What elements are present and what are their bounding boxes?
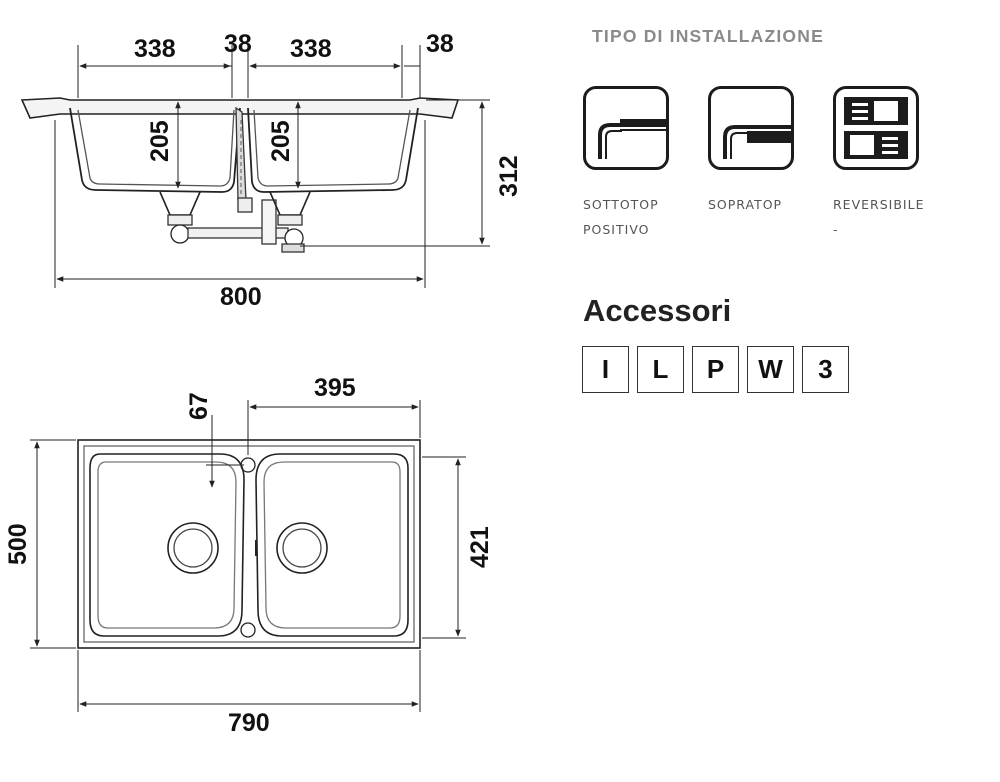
dim-offset-67: 67 [185, 392, 213, 420]
dim-inner-depth: 421 [466, 526, 494, 568]
plan-dimension-lines [30, 400, 466, 712]
dim-right-bowl-span: 395 [314, 374, 356, 402]
plan-view [77, 439, 421, 649]
installation-type-reversibile: REVERSIBILE - [833, 86, 973, 242]
reversibile-icon [833, 86, 919, 170]
dim-overall-width-section: 800 [220, 283, 262, 311]
installation-type-sopratop: SOPRATOP [708, 86, 848, 217]
dim-total-height: 312 [495, 155, 523, 197]
accessories-list: I L P W 3 [582, 346, 849, 393]
dim-edge-width: 38 [426, 30, 454, 58]
section-dimension-lines [54, 45, 490, 288]
accessory-l: L [637, 346, 684, 393]
reversibile-sublabel: - [833, 222, 839, 237]
dim-bowl-depth-right: 205 [267, 120, 295, 162]
dim-total-depth: 500 [4, 523, 32, 565]
dim-bowl-depth-left: 205 [146, 120, 174, 162]
dim-divider-width: 38 [224, 30, 252, 58]
sottotop-sublabel: POSITIVO [583, 222, 650, 237]
dim-overall-width-plan: 790 [228, 709, 270, 737]
accessory-p: P [692, 346, 739, 393]
accessory-i: I [582, 346, 629, 393]
sopratop-label: SOPRATOP [708, 197, 783, 212]
sopratop-icon [708, 86, 794, 170]
dim-bowl-width-right: 338 [290, 35, 332, 63]
accessory-3: 3 [802, 346, 849, 393]
sottotop-icon [583, 86, 669, 170]
sottotop-caption: SOTTOTOP POSITIVO [583, 192, 723, 242]
sottotop-label: SOTTOTOP [583, 197, 659, 212]
sopratop-caption: SOPRATOP [708, 192, 848, 217]
accessories-title: Accessori [583, 293, 732, 328]
reversibile-label: REVERSIBILE [833, 197, 925, 212]
dim-bowl-width-left: 338 [134, 35, 176, 63]
accessory-w: W [747, 346, 794, 393]
installation-title: TIPO DI INSTALLAZIONE [592, 26, 824, 46]
installation-type-sottotop: SOTTOTOP POSITIVO [583, 86, 723, 242]
reversibile-caption: REVERSIBILE - [833, 192, 973, 242]
section-view [20, 97, 460, 253]
